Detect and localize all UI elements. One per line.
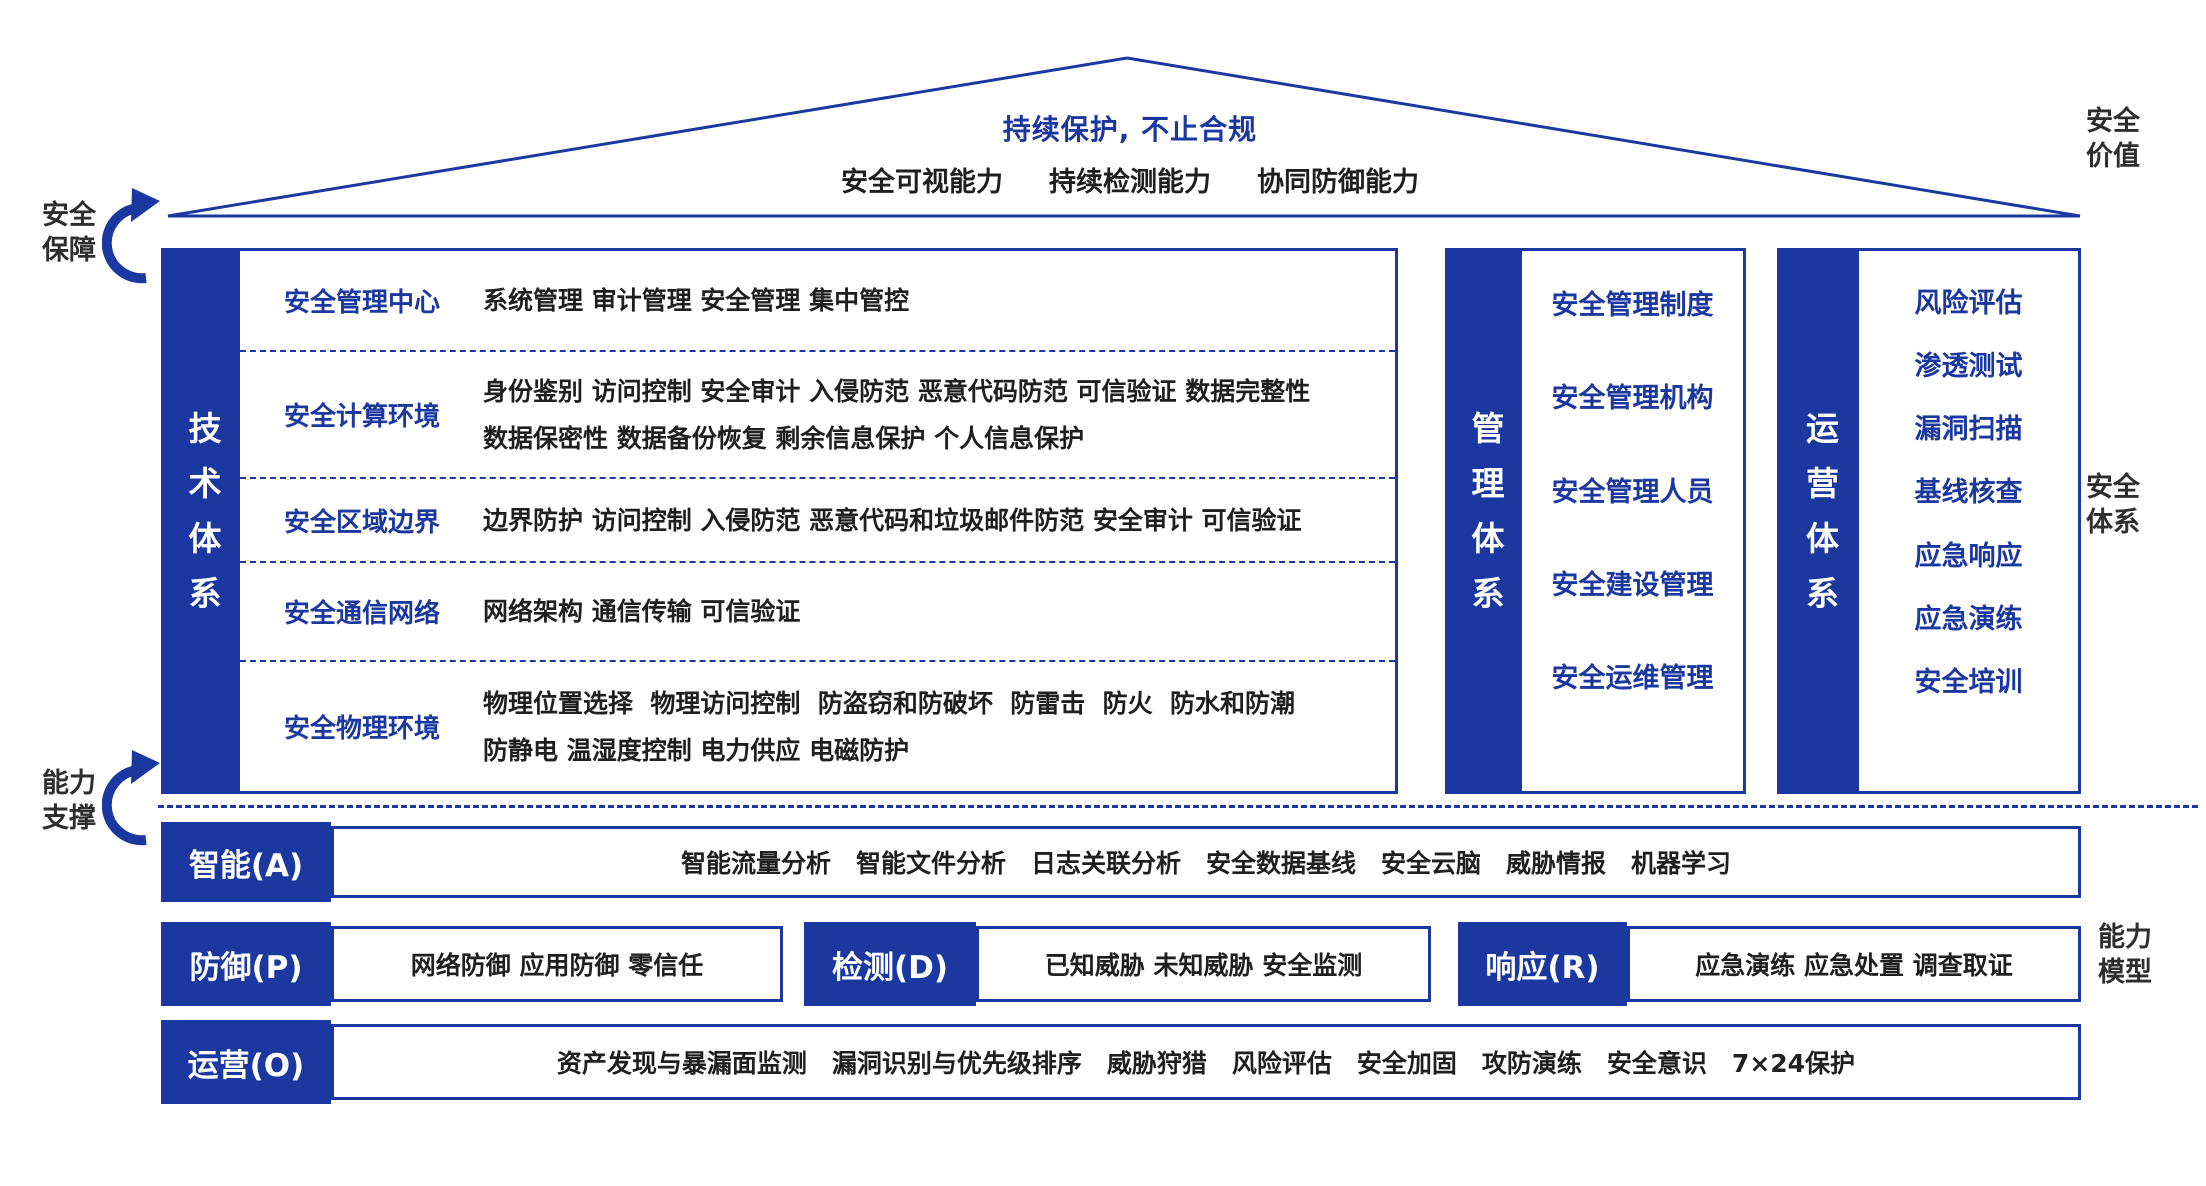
list-item: 安全管理机构 (1551, 383, 1714, 415)
capability-divider (158, 805, 2198, 808)
list-item: 安全培训 (1914, 666, 2023, 698)
list-item: 基线核查 (1914, 477, 2023, 509)
curved-arrow-icon (102, 188, 160, 284)
curved-arrow-icon (102, 750, 160, 846)
tech-row-items: 系统管理 审计管理 安全管理 集中管控 (483, 286, 910, 316)
tech-row-items: 边界防护 访问控制 入侵防范 恶意代码和垃圾邮件防范 安全审计 可信验证 (483, 505, 1302, 535)
tech-row-management-center: 安全管理中心 系统管理 审计管理 安全管理 集中管控 (240, 251, 1395, 353)
list-item: 应急响应 (1914, 540, 2023, 572)
roof-capability-defense: 协同防御能力 (1257, 167, 1419, 198)
operation-system-bar-label: 运营体系 (1800, 411, 1840, 631)
tech-row-label: 安全通信网络 (284, 599, 441, 630)
detection-row-content: 已知威胁 未知威胁 安全监测 (976, 926, 1431, 1002)
pdr-row: 防御(P) 网络防御 应用防御 零信任 检测(D) 已知威胁 未知威胁 安全监测… (161, 922, 2081, 1006)
management-system-bar-label: 管理体系 (1466, 411, 1505, 631)
tech-row-items: 物理位置选择 物理访问控制 防盗窃和防破坏 防雷击 防火 防水和防潮 (483, 688, 1296, 718)
tech-row-label: 安全区域边界 (284, 507, 441, 538)
list-item: 安全管理制度 (1551, 290, 1714, 321)
roof-capabilities: 安全可视能力 持续检测能力 协同防御能力 (560, 160, 1700, 199)
tech-row-label: 安全物理环境 (284, 714, 441, 745)
response-row-label: 响应(R) (1458, 922, 1627, 1006)
tech-row-items: 数据保密性 数据备份恢复 剩余信息保护 个人信息保护 (483, 423, 1085, 453)
list-item: 渗透测试 (1914, 351, 2023, 383)
management-system-items: 安全管理制度 安全管理机构 安全管理人员 安全建设管理 安全运维管理 (1522, 251, 1743, 791)
tech-system-bar: 技术体系 (164, 251, 240, 791)
list-item: 风险评估 (1914, 288, 2023, 319)
tech-row-label: 安全管理中心 (284, 288, 441, 319)
defense-row-content: 网络防御 应用防御 零信任 (331, 926, 783, 1002)
management-system-box: 管理体系 安全管理制度 安全管理机构 安全管理人员 安全建设管理 安全运维管理 (1445, 248, 1746, 794)
roof-capability-detection: 持续检测能力 (1049, 167, 1211, 198)
defense-row-label: 防御(P) (161, 922, 331, 1006)
tech-system-bar-label: 技术体系 (183, 411, 222, 631)
tech-system-rows: 安全管理中心 系统管理 审计管理 安全管理 集中管控 安全计算环境 身份鉴别 访… (240, 251, 1395, 791)
intelligence-row-content: 智能流量分析 智能文件分析 日志关联分析 安全数据基线 安全云脑 威胁情报 机器… (331, 826, 2081, 898)
security-system-label: 安全 体系 (2086, 472, 2140, 538)
list-item: 应急演练 (1914, 603, 2023, 635)
tech-row-label: 安全计算环境 (284, 402, 441, 433)
roof-slogan: 持续保护, 不止合规 (1002, 113, 1258, 146)
roof-outline (167, 56, 2081, 218)
capability-support-label: 能力 支撑 (42, 768, 96, 834)
list-item: 漏洞扫描 (1914, 414, 2023, 446)
tech-row-items: 网络架构 通信传输 可信验证 (483, 597, 801, 627)
roof-capability-visibility: 安全可视能力 (841, 167, 1003, 198)
list-item: 安全管理人员 (1551, 476, 1714, 508)
intelligence-row: 智能(A) 智能流量分析 智能文件分析 日志关联分析 安全数据基线 安全云脑 威… (161, 822, 2081, 902)
tech-row-physical-env: 安全物理环境 物理位置选择 物理访问控制 防盗窃和防破坏 防雷击 防火 防水和防… (240, 662, 1395, 791)
tech-row-computing-env: 安全计算环境 身份鉴别 访问控制 安全审计 入侵防范 恶意代码防范 可信验证 数… (240, 352, 1395, 480)
tech-row-comm-network: 安全通信网络 网络架构 通信传输 可信验证 (240, 563, 1395, 663)
capability-model-label: 能力 模型 (2098, 922, 2152, 988)
detection-row-label: 检测(D) (804, 922, 976, 1006)
tech-row-items: 身份鉴别 访问控制 安全审计 入侵防范 恶意代码防范 可信验证 数据完整性 (483, 376, 1311, 406)
operation-row: 运营(O) 资产发现与暴漏面监测 漏洞识别与优先级排序 威胁狩猎 风险评估 安全… (161, 1020, 2081, 1104)
operation-row-label: 运营(O) (161, 1020, 331, 1104)
security-assurance-label: 安全 保障 (42, 200, 96, 266)
operation-system-items: 风险评估 渗透测试 漏洞扫描 基线核查 应急响应 应急演练 安全培训 (1859, 251, 2078, 791)
operation-system-bar: 运营体系 (1780, 251, 1859, 791)
management-system-bar: 管理体系 (1448, 251, 1522, 791)
list-item: 安全建设管理 (1551, 569, 1714, 601)
intelligence-row-label: 智能(A) (161, 822, 331, 902)
list-item: 安全运维管理 (1551, 663, 1714, 694)
response-row-content: 应急演练 应急处置 调查取证 (1627, 926, 2081, 1002)
operation-row-content: 资产发现与暴漏面监测 漏洞识别与优先级排序 威胁狩猎 风险评估 安全加固 攻防演… (331, 1024, 2081, 1100)
security-value-label: 安全 价值 (2086, 106, 2140, 172)
tech-row-area-boundary: 安全区域边界 边界防护 访问控制 入侵防范 恶意代码和垃圾邮件防范 安全审计 可… (240, 479, 1395, 563)
operation-system-box: 运营体系 风险评估 渗透测试 漏洞扫描 基线核查 应急响应 应急演练 安全培训 (1777, 248, 2081, 794)
tech-system-box: 技术体系 安全管理中心 系统管理 审计管理 安全管理 集中管控 安全计算环境 身… (161, 248, 1398, 794)
tech-row-items: 防静电 温湿度控制 电力供应 电磁防护 (483, 735, 910, 765)
